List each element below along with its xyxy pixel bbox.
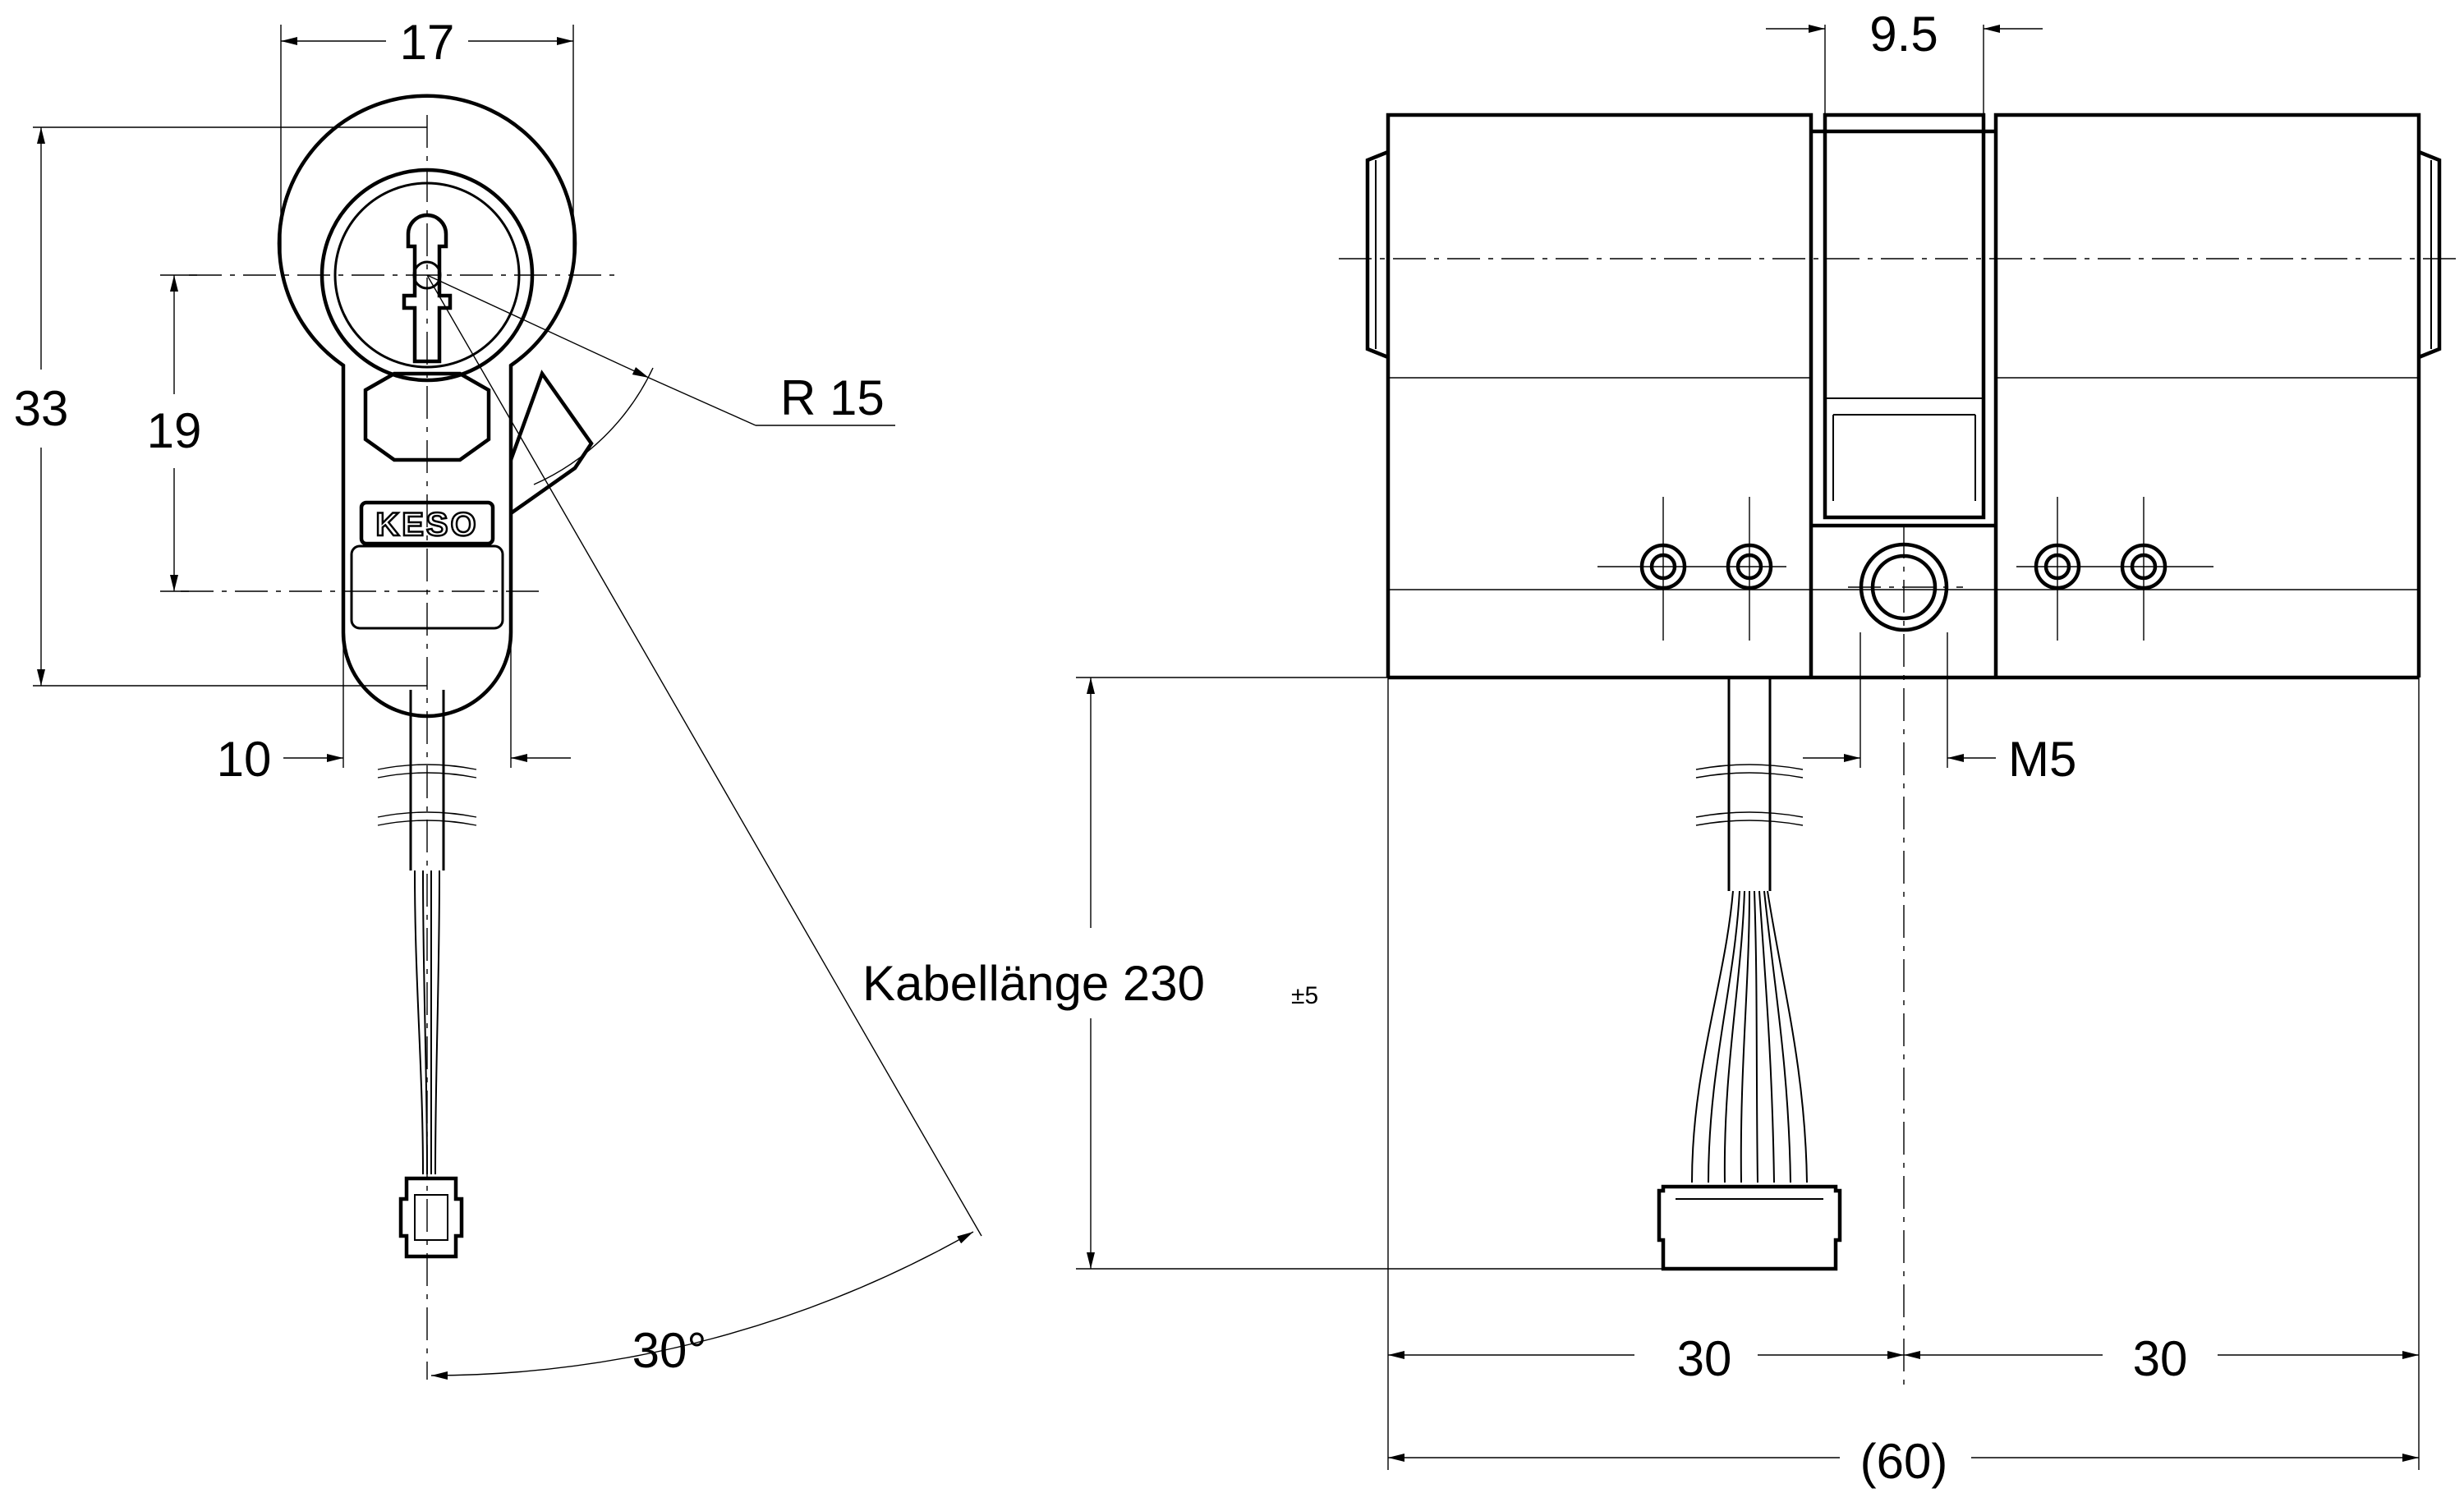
dim-10-label: 10 [217, 732, 272, 787]
dim-30-left-label: 30 [1677, 1331, 1732, 1386]
wire-connector [398, 1176, 464, 1259]
cam-arm [508, 370, 594, 515]
side-cable-break [1695, 764, 1804, 826]
angle-label: 30° [632, 1323, 707, 1378]
dim-19-label: 19 [147, 403, 202, 458]
side-wires [1691, 890, 1808, 1183]
side-view: 9.5 M5 Kabellänge 230 ±5 30 30 (60) [862, 7, 2456, 1489]
logo-text: KESO [375, 507, 478, 543]
right-housing [1993, 113, 2421, 678]
dim-9.5-label: 9.5 [1869, 7, 1938, 62]
pin-holes [1597, 497, 2213, 641]
left-housing [1386, 113, 1814, 678]
dim-60-label: (60) [1860, 1434, 1948, 1489]
dim-30-right-label: 30 [2133, 1331, 2188, 1386]
side-connector [1657, 1184, 1842, 1271]
cable-length-label: Kabellänge 230 [862, 956, 1205, 1011]
angle-arc [430, 1231, 974, 1380]
radius-leader-ext [648, 377, 756, 426]
wires [414, 870, 440, 1175]
cable-tolerance-label: ±5 [1291, 982, 1318, 1009]
dim-33-label: 33 [14, 381, 69, 436]
connector-inner [414, 1194, 448, 1241]
dim-m5-label: M5 [2008, 732, 2076, 787]
angle-ray [426, 274, 982, 1237]
front-view: KESO 17 33 19 [14, 15, 982, 1380]
radius-label: R 15 [780, 370, 885, 425]
keyway [402, 213, 453, 364]
dim-17-label: 17 [400, 15, 455, 70]
hex-nut [363, 371, 491, 462]
cam-top [1811, 113, 1996, 134]
radius-arc [533, 367, 654, 485]
radius-leader [426, 274, 650, 379]
left-end-cap [1365, 149, 1389, 360]
cylinder-profile-outline [277, 94, 577, 719]
cam-block [1823, 129, 1986, 520]
right-end-cap [2418, 149, 2442, 360]
